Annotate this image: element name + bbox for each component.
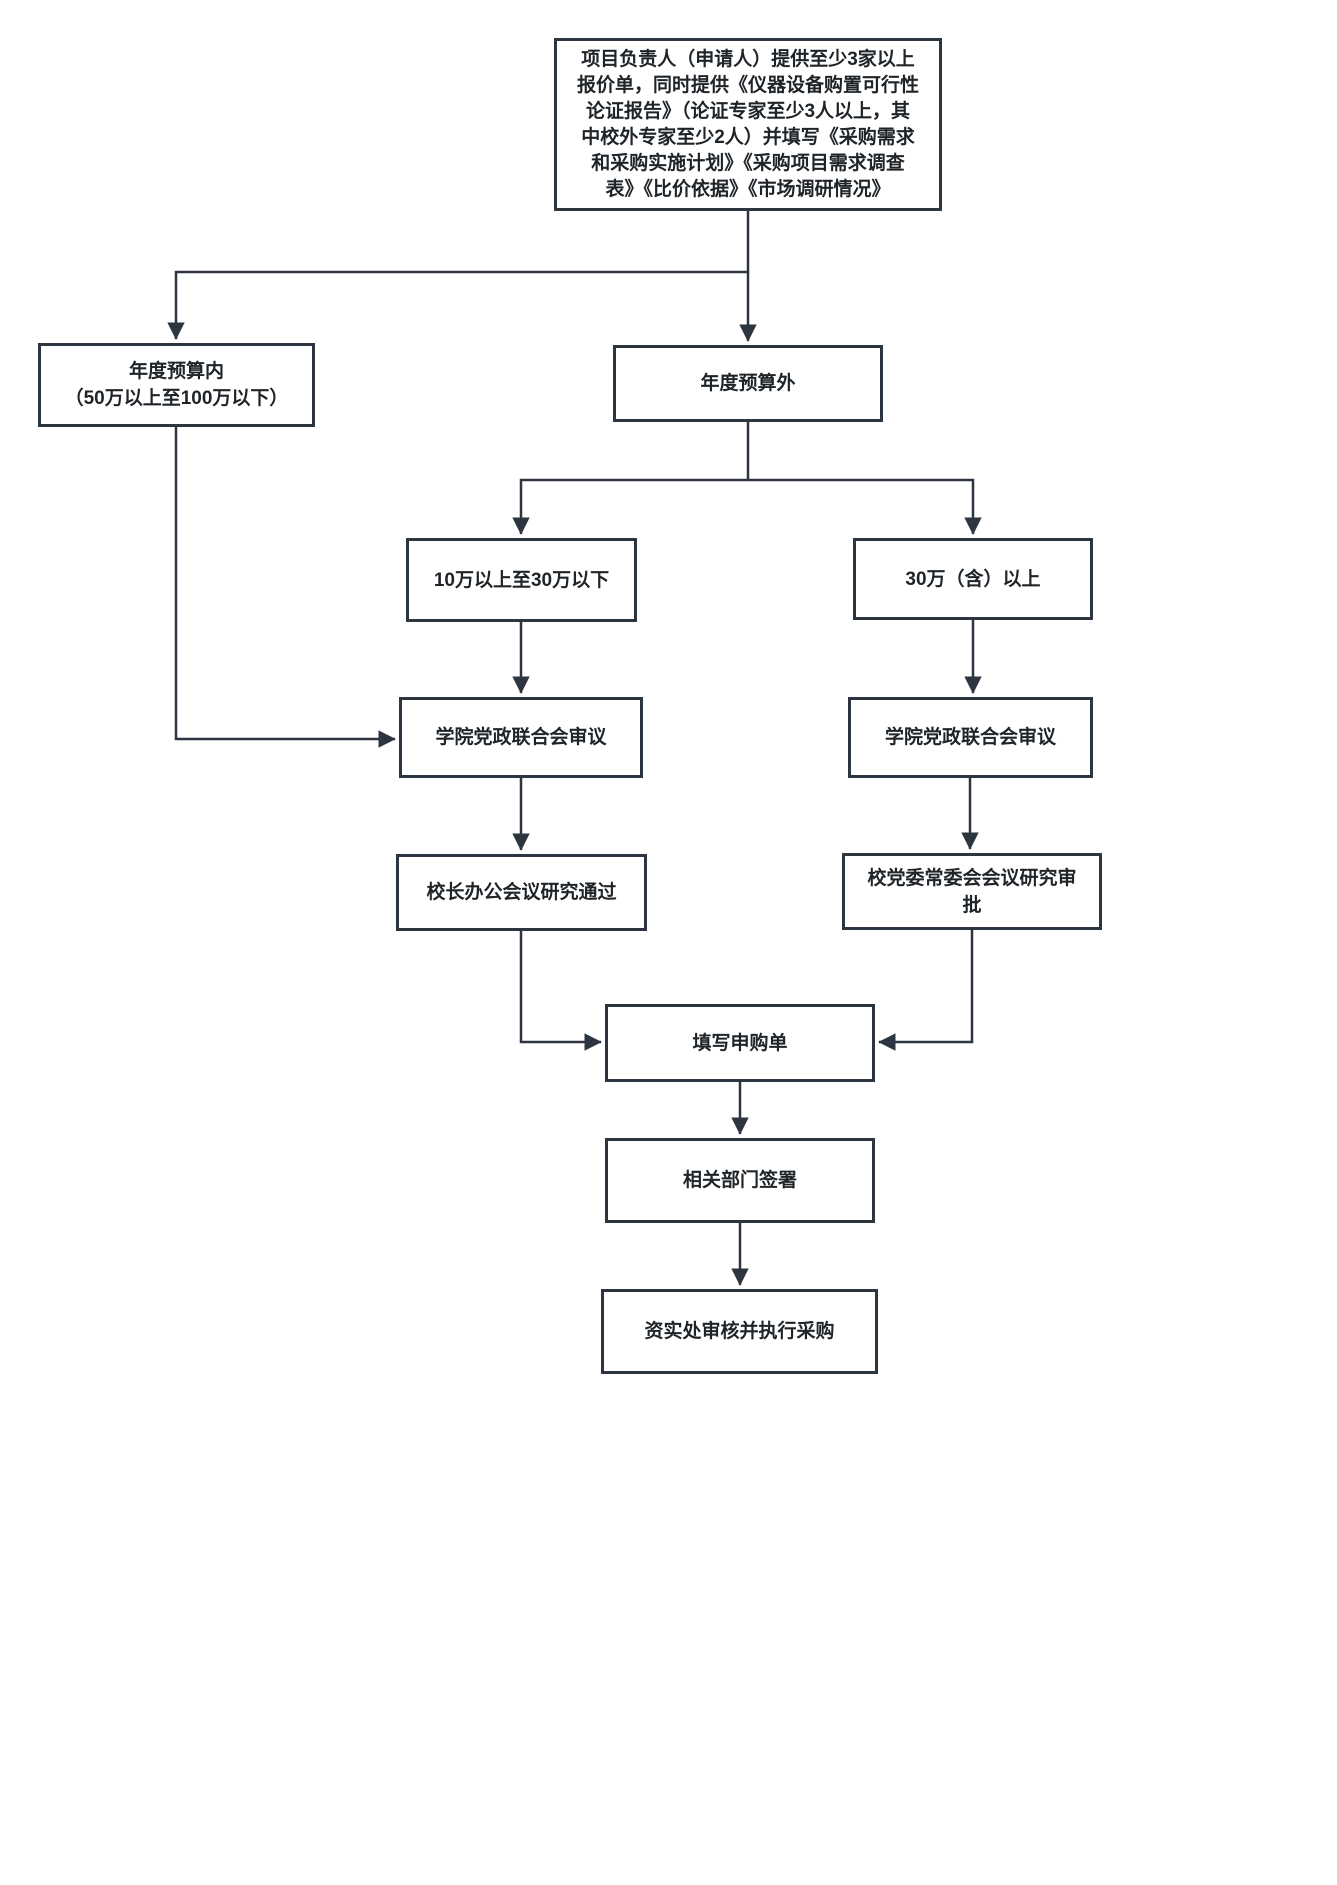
edge-budget-beyond-to-range-10-30 — [512, 478, 748, 535]
node-dept-sign-label: 相关部门签署 — [682, 1170, 797, 1191]
node-party-committee: 校党委常委会会议研究审 批 — [842, 853, 1102, 930]
node-start-line-5: 和采购实施计划》《采购项目需求调查 — [591, 152, 905, 174]
node-budget-within-line-1: 年度预算内 — [128, 361, 224, 382]
node-budget-within-line-2: （50万以上至100万以下） — [64, 388, 289, 409]
node-range-10-30-label: 10万以上至30万以下 — [433, 569, 610, 591]
edge-budget-within-to-college-left — [174, 427, 396, 748]
node-party-committee-line-1: 校党委常委会会议研究审 — [867, 867, 1077, 889]
node-start-line-3: 论证报告》（论证专家至少3人以上，其 — [585, 100, 911, 122]
node-budget-beyond-label: 年度预算外 — [700, 373, 796, 394]
node-start-line-1: 项目负责人（申请人）提供至少3家以上 — [581, 48, 915, 70]
node-dept-sign: 相关部门签署 — [605, 1138, 875, 1223]
node-president-meeting: 校长办公会议研究通过 — [396, 854, 647, 931]
node-president-meeting-label: 校长办公会议研究通过 — [426, 882, 617, 903]
node-party-committee-line-2: 批 — [962, 894, 982, 916]
node-start-line-4: 中校外专家至少2人）并填写《采购需求 — [581, 126, 915, 148]
edge-start-to-budget-within — [167, 270, 748, 340]
node-fill-form: 填写申购单 — [605, 1004, 875, 1082]
node-fill-form-label: 填写申购单 — [692, 1032, 788, 1054]
edge-party-to-fill-form — [878, 930, 974, 1051]
node-start: 项目负责人（申请人）提供至少3家以上 报价单，同时提供《仪器设备购置可行性 论证… — [554, 38, 942, 211]
node-college-review-right-label: 学院党政联合会审议 — [884, 727, 1056, 748]
node-college-review-right: 学院党政联合会审议 — [848, 697, 1093, 778]
node-start-line-6: 表》《比价依据》《市场调研情况》 — [605, 178, 891, 200]
node-college-review-left: 学院党政联合会审议 — [399, 697, 643, 778]
node-range-30-plus: 30万（含）以上 — [853, 538, 1093, 620]
edge-president-to-fill-form — [519, 931, 602, 1051]
node-budget-within: 年度预算内 （50万以上至100万以下） — [38, 343, 315, 427]
edge-budget-beyond-to-range-30-plus — [748, 478, 982, 535]
node-start-line-2: 报价单，同时提供《仪器设备购置可行性 — [576, 74, 919, 96]
node-range-10-30: 10万以上至30万以下 — [406, 538, 637, 622]
node-budget-beyond: 年度预算外 — [613, 345, 883, 422]
node-range-30-plus-label: 30万（含）以上 — [905, 568, 1041, 590]
node-asset-office: 资实处审核并执行采购 — [601, 1289, 878, 1374]
node-asset-office-label: 资实处审核并执行采购 — [644, 1321, 835, 1342]
node-college-review-left-label: 学院党政联合会审议 — [435, 727, 607, 748]
